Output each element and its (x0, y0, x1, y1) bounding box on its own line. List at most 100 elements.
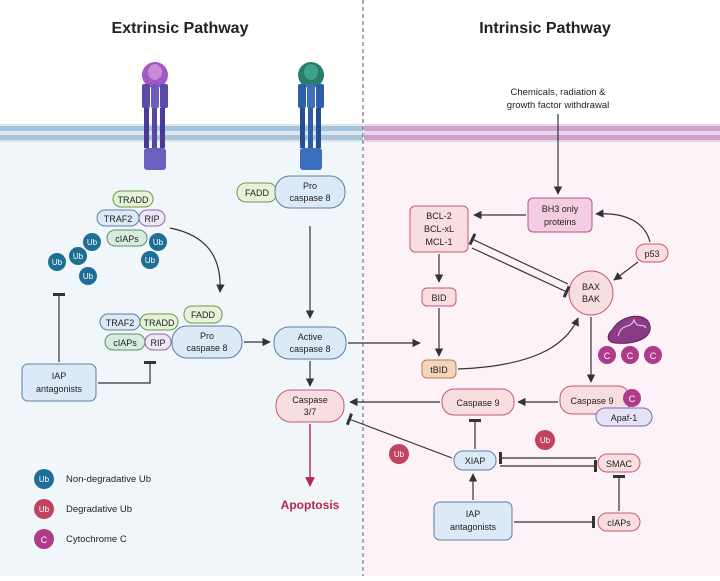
svg-text:Ub: Ub (540, 436, 551, 445)
tradd-bottom-label: TRADD (144, 318, 175, 328)
xiap (453, 450, 497, 471)
legend-non-degradative-icon (34, 469, 54, 489)
bid (421, 287, 457, 307)
caspase9 (441, 388, 515, 416)
pro-caspase8-top (274, 175, 346, 209)
caspase9-complex-label: Caspase 9 (570, 396, 613, 406)
inhibit-iap-rip (98, 361, 156, 384)
inhibit-baxbak-bcl (468, 233, 569, 285)
active-caspase8-line1: Active (298, 332, 323, 342)
iap-antagonists-extrinsic (21, 363, 97, 402)
caspase37-line1: Caspase (292, 395, 328, 405)
legend-degradative-icon (34, 499, 54, 519)
apoptosis-label: Apoptosis (281, 498, 340, 512)
membrane-intrinsic (364, 124, 720, 142)
smac (597, 453, 641, 473)
tradd-top (112, 190, 154, 208)
svg-text:Ub: Ub (39, 505, 50, 514)
fadd-complex (183, 305, 223, 324)
svg-text:Ub: Ub (73, 252, 84, 261)
legend-cytochrome-icon (34, 529, 54, 549)
caspase37 (275, 389, 345, 423)
active-caspase8 (273, 326, 347, 360)
p53 (635, 243, 669, 263)
apaf1-label: Apaf-1 (611, 413, 638, 423)
bcl-line1: BCL-2 (426, 211, 452, 221)
intrinsic-title: Intrinsic Pathway (479, 20, 611, 37)
fadd-top-label: FADD (245, 188, 270, 198)
ciaps-intrinsic (597, 512, 641, 532)
svg-text:C: C (650, 351, 657, 361)
pro-caspase8-top-line2: caspase 8 (289, 193, 330, 203)
traf2-top-label: TRAF2 (104, 214, 133, 224)
p53-label: p53 (644, 249, 659, 259)
svg-text:Ub: Ub (52, 258, 63, 267)
rip-bottom-label: RIP (150, 338, 165, 348)
svg-text:Ub: Ub (83, 272, 94, 281)
ub-degradative-xiap-icon (389, 444, 409, 464)
death-receptor-icon (142, 62, 168, 170)
iap-antagonists-intrinsic-line2: antagonists (450, 522, 497, 532)
legend-cytochrome-label: Cytochrome C (66, 534, 127, 545)
legend: Ub Non-degradative Ub Ub Degradative Ub … (34, 469, 151, 549)
pro-caspase8-complex (171, 325, 243, 359)
tradd-bottom (139, 313, 179, 331)
arrow-p53-bh3 (595, 209, 651, 243)
tbid (421, 359, 457, 379)
svg-text:C: C (627, 351, 634, 361)
pro-caspase8-complex-line2: caspase 8 (186, 343, 227, 353)
ub-degradative-smac-icon (535, 430, 555, 450)
iap-antagonists-intrinsic (433, 501, 513, 541)
svg-text:C: C (629, 394, 636, 404)
bh3-only-proteins (527, 197, 593, 233)
pro-caspase8-complex-line1: Pro (200, 331, 214, 341)
bid-label: BID (431, 293, 447, 303)
svg-text:C: C (604, 351, 611, 361)
arrow-tbid-baxbak (457, 317, 579, 370)
rip-top (138, 209, 166, 227)
arrow-complex-transition (169, 227, 225, 293)
legend-non-degradative-label: Non-degradative Ub (66, 474, 151, 485)
ub-chain-icon: Ub Ub Ub Ub Ub Ub (48, 233, 167, 285)
stimulus-line2: growth factor withdrawal (507, 100, 609, 111)
bak-line: BAK (582, 294, 600, 304)
fas-receptor-icon (298, 62, 324, 170)
svg-text:C: C (41, 535, 48, 545)
bax-bak (568, 270, 614, 316)
inhibit-bcl-baxbak (471, 247, 571, 298)
bcl-line2: BCL-xL (424, 224, 454, 234)
tradd-top-label: TRADD (118, 195, 149, 205)
svg-text:Ub: Ub (87, 238, 98, 247)
rip-bottom (144, 333, 172, 351)
caspase9-label: Caspase 9 (456, 398, 499, 408)
iap-antagonists-extrinsic-line1: IAP (52, 371, 67, 381)
svg-text:Ub: Ub (394, 450, 405, 459)
active-caspase8-line2: caspase 8 (289, 344, 330, 354)
membrane-extrinsic (0, 124, 363, 142)
ciaps-intrinsic-label: cIAPs (607, 518, 631, 528)
extrinsic-title: Extrinsic Pathway (112, 20, 249, 37)
smac-label: SMAC (606, 459, 633, 469)
inhibit-xiap-casp37 (345, 413, 453, 459)
ciaps-top (106, 229, 148, 247)
bh3-line1: BH3 only (542, 204, 579, 214)
svg-text:Ub: Ub (145, 256, 156, 265)
pro-caspase8-top-line1: Pro (303, 181, 317, 191)
apaf1 (595, 407, 653, 427)
ciaps-bottom-label: cIAPs (113, 338, 137, 348)
ciaps-top-label: cIAPs (115, 234, 139, 244)
tbid-label: tBID (430, 365, 448, 375)
caspase37-line2: 3/7 (304, 407, 317, 417)
bh3-line2: proteins (544, 217, 577, 227)
svg-text:Ub: Ub (153, 238, 164, 247)
stimulus-line1: Chemicals, radiation & (510, 87, 606, 98)
iap-antagonists-extrinsic-line2: antagonists (36, 384, 83, 394)
svg-text:Ub: Ub (39, 475, 50, 484)
bcl-line3: MCL-1 (425, 237, 452, 247)
traf2-bottom-label: TRAF2 (106, 318, 135, 328)
cytochrome-c-complex-icon (623, 389, 641, 407)
arrow-p53-baxbak (613, 261, 639, 281)
bax-line: BAX (582, 282, 600, 292)
cytochrome-c-icon: C C C (598, 346, 662, 364)
